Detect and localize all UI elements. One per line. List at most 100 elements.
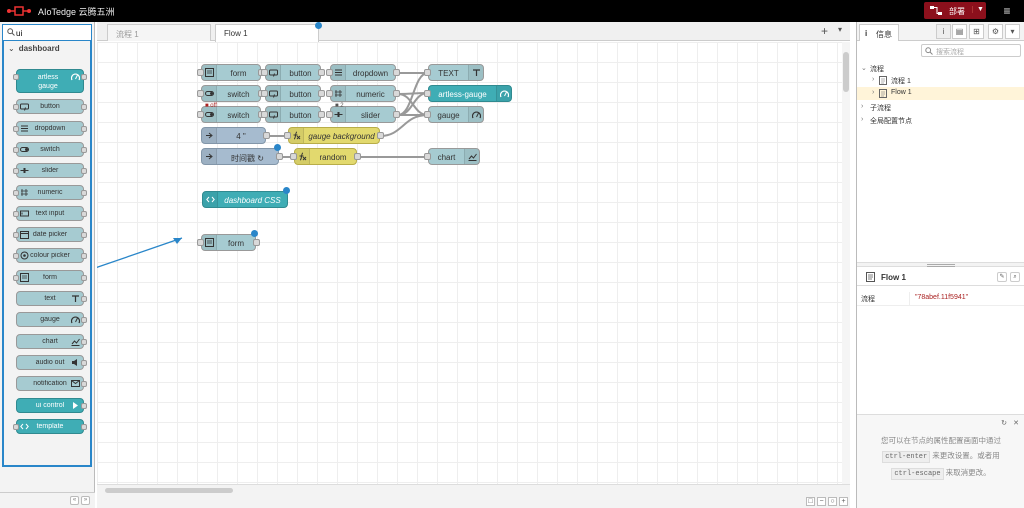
flow-node-numeric[interactable]: numeric (326, 85, 400, 102)
output-port[interactable] (81, 359, 87, 366)
input-port[interactable] (290, 153, 297, 160)
input-port[interactable] (424, 90, 431, 97)
sidebar-divider-handle[interactable] (857, 262, 1024, 267)
palette-node-switch[interactable]: switch (13, 141, 87, 157)
flow-node-text[interactable]: TEXT (424, 64, 484, 81)
palette-node-colour-picker[interactable]: colour picker (13, 248, 87, 264)
search-icon[interactable]: ⌕ (1010, 272, 1020, 282)
input-port[interactable] (13, 274, 19, 281)
output-port[interactable] (393, 111, 400, 118)
flow-node-chart[interactable]: chart (424, 148, 480, 165)
output-port[interactable] (81, 253, 87, 260)
input-port[interactable] (261, 69, 268, 76)
output-port[interactable] (393, 69, 400, 76)
palette-node-numeric[interactable]: numeric (13, 184, 87, 200)
palette-node-dropdown[interactable]: dropdown (13, 120, 87, 136)
tree-item-flow-cn[interactable]: ›流程 1 (857, 74, 1024, 87)
output-port[interactable] (81, 189, 87, 196)
chevron-down-icon[interactable]: ▾ (1005, 24, 1020, 39)
vertical-scrollbar[interactable] (842, 42, 850, 484)
palette-node-text[interactable]: text (16, 291, 87, 306)
palette-node-artless-gauge[interactable]: artless gauge (13, 69, 87, 93)
zoom-reset-button[interactable]: ○ (828, 497, 837, 506)
tab-list-button[interactable]: ▾ (838, 25, 843, 34)
book-icon[interactable]: ▤ (952, 24, 967, 39)
input-port[interactable] (326, 69, 333, 76)
flow-node-button1[interactable]: button (261, 64, 325, 81)
palette-node-text-input[interactable]: text input (13, 205, 87, 221)
input-port[interactable] (13, 232, 19, 239)
flow-node-form2[interactable]: form (197, 230, 260, 251)
input-port[interactable] (13, 74, 19, 80)
output-port[interactable] (81, 168, 87, 175)
category-header[interactable]: ⌄dashboard (8, 44, 60, 53)
input-port[interactable] (197, 111, 204, 118)
edit-icon[interactable]: ✎ (997, 272, 1007, 282)
output-port[interactable] (354, 153, 361, 160)
input-port[interactable] (13, 423, 19, 430)
input-port[interactable] (261, 111, 268, 118)
tab-flow-cn[interactable]: 流程 1 (107, 24, 211, 41)
flow-node-inject1[interactable]: 4 " (201, 127, 270, 144)
input-port[interactable] (326, 111, 333, 118)
collapse-all-button[interactable]: « (70, 496, 79, 505)
input-port[interactable] (13, 125, 19, 132)
input-port[interactable] (197, 69, 204, 76)
flow-node-button3[interactable]: button (261, 106, 325, 123)
input-port[interactable] (424, 111, 431, 118)
output-port[interactable] (81, 74, 87, 80)
input-port[interactable] (13, 146, 19, 153)
flow-node-slider[interactable]: slider (326, 106, 400, 123)
output-port[interactable] (81, 317, 87, 324)
tree-item-subflows[interactable]: ›子流程 (857, 101, 1024, 114)
output-port[interactable] (81, 338, 87, 345)
navigator-button[interactable]: □ (806, 497, 815, 506)
palette-node-button[interactable]: button (13, 99, 87, 115)
input-port[interactable] (284, 132, 291, 139)
zoom-in-button[interactable]: + (839, 497, 848, 506)
input-port[interactable] (13, 168, 19, 175)
palette-node-audio-out[interactable]: audio out (16, 354, 87, 370)
input-port[interactable] (13, 210, 19, 217)
output-port[interactable] (377, 132, 384, 139)
output-port[interactable] (276, 153, 283, 160)
output-port[interactable] (81, 232, 87, 239)
palette-node-ui-control[interactable]: ui control (16, 397, 87, 413)
flow-node-switch1[interactable]: switch (197, 85, 265, 102)
input-port[interactable] (424, 69, 431, 76)
palette-node-gauge[interactable]: gauge (16, 312, 87, 328)
palette-search-input[interactable] (16, 27, 88, 39)
flow-node-button2[interactable]: button (261, 85, 325, 102)
flow-node-gauge[interactable]: gauge (424, 106, 484, 123)
zoom-out-button[interactable]: − (817, 497, 826, 506)
hamburger-menu-icon[interactable]: ≡ (1003, 4, 1011, 18)
palette-node-form[interactable]: form (13, 269, 87, 285)
output-port[interactable] (81, 423, 87, 430)
flow-node-gaugebg[interactable]: gauge background (284, 127, 384, 144)
output-port[interactable] (81, 146, 87, 153)
output-port[interactable] (318, 69, 325, 76)
output-port[interactable] (81, 402, 87, 409)
refresh-icon[interactable]: ↻ (1001, 420, 1007, 427)
palette-node-template[interactable]: template (13, 418, 87, 434)
caret-down-icon[interactable]: ▼ (972, 6, 984, 13)
flow-node-artless[interactable]: artless-gauge (424, 85, 512, 102)
expand-all-button[interactable]: » (81, 496, 90, 505)
flow-node-css[interactable]: dashboard CSS (202, 187, 290, 208)
input-port[interactable] (197, 239, 204, 246)
tree-item-global-config[interactable]: ›全局配置节点 (857, 114, 1024, 127)
output-port[interactable] (253, 239, 260, 246)
output-port[interactable] (318, 90, 325, 97)
close-icon[interactable]: ✕ (1013, 420, 1019, 427)
flow-node-inject2[interactable]: 时间戳 ↻ (201, 144, 283, 165)
horizontal-scroll-thumb[interactable] (105, 488, 233, 493)
deploy-button[interactable]: 部署 ▼ (924, 2, 986, 19)
tree-item-flow-1[interactable]: ›Flow 1 (857, 87, 1024, 100)
info-icon[interactable]: i (936, 24, 951, 39)
input-port[interactable] (13, 253, 19, 260)
output-port[interactable] (81, 210, 87, 217)
output-port[interactable] (81, 296, 87, 302)
palette-node-date-picker[interactable]: date picker (13, 227, 87, 243)
